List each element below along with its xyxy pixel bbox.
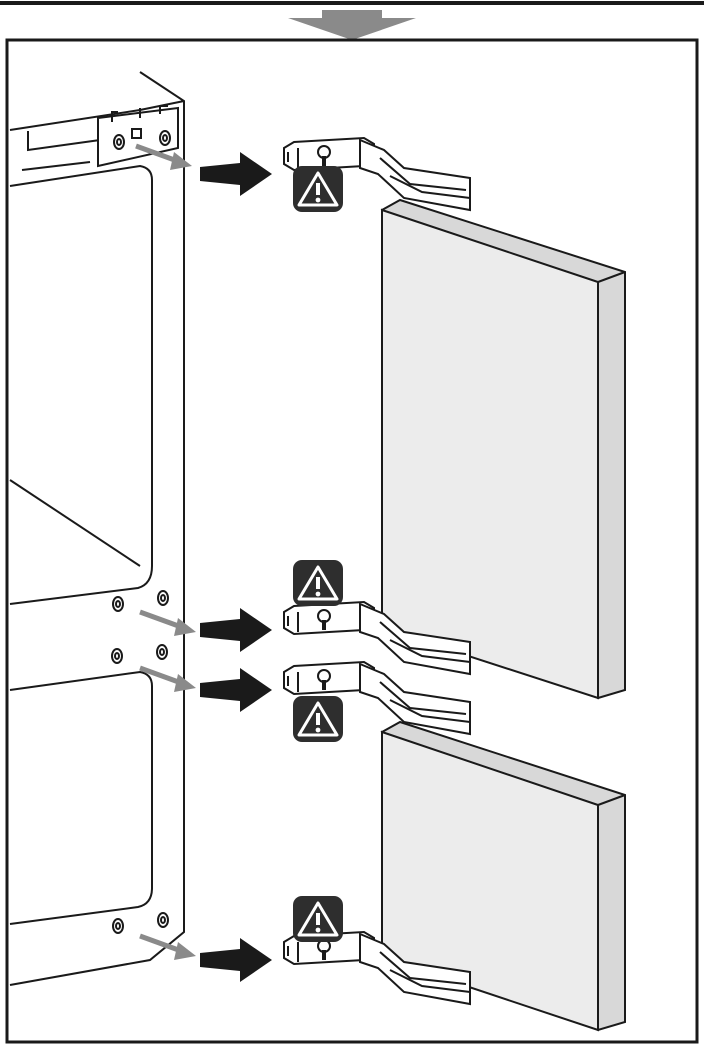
screw [115,922,121,930]
warning-triangle-icon [291,164,345,214]
down-arrow-icon [288,10,416,40]
screw [115,600,121,608]
warning-triangle-icon [291,894,345,944]
screw [114,652,120,660]
screw [162,134,168,142]
screw [159,648,165,656]
lower-furniture-door [380,720,626,1032]
cabinet-side-wall [9,71,185,986]
warning-triangle-icon [291,694,345,744]
warning-triangle-icon [291,558,345,608]
screw [116,138,122,146]
upper-furniture-door [380,198,626,700]
cabinet-screws [111,130,171,934]
screw [160,594,166,602]
screw [160,916,166,924]
